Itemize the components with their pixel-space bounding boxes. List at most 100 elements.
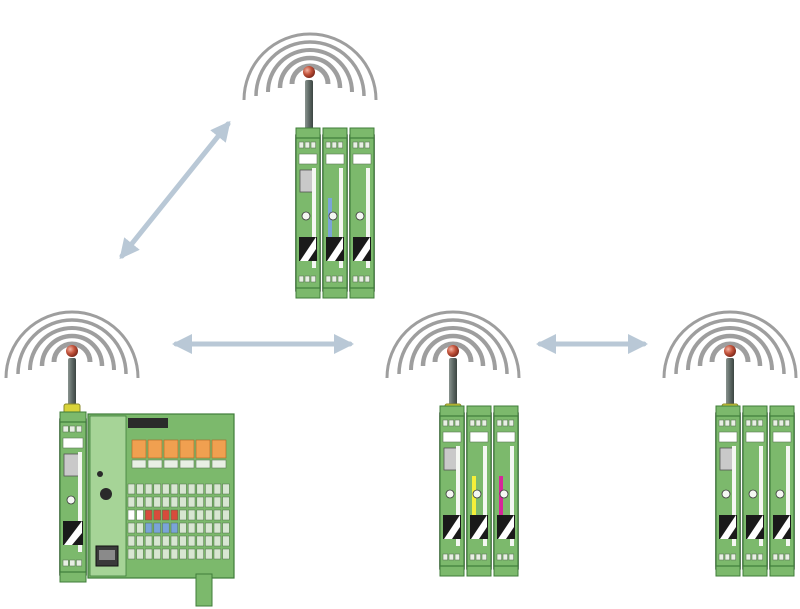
module-label-plate [442, 431, 462, 443]
io-terminal [205, 522, 213, 534]
radio-module [349, 127, 375, 299]
module-label-plate [772, 431, 792, 443]
io-terminal [153, 535, 161, 547]
terminal-screw [310, 141, 316, 149]
radio-waves-right [662, 310, 798, 379]
station-top [295, 127, 375, 299]
io-terminal [196, 509, 204, 521]
io-terminal [205, 548, 213, 560]
io-terminal [153, 522, 161, 534]
terminal-screw [784, 553, 790, 561]
terminal-screw [76, 559, 82, 567]
terminal-screw [298, 275, 304, 283]
terminal-screw [496, 553, 502, 561]
io-terminal [187, 535, 196, 547]
io-terminal [127, 522, 136, 534]
io-terminal [213, 548, 222, 560]
io-terminal [179, 522, 187, 534]
io-label [211, 459, 227, 469]
terminal-screw [751, 419, 757, 427]
io-terminal [136, 496, 144, 508]
station-left-controller [59, 411, 235, 607]
io-terminal [153, 483, 161, 495]
io-terminal [162, 496, 170, 508]
controller-brand-label [128, 418, 168, 428]
terminal-screw [778, 419, 784, 427]
io-terminal [213, 483, 222, 495]
module-label-plate [325, 153, 345, 165]
terminal-screw [784, 419, 790, 427]
module-print-band [312, 168, 316, 268]
terminal-screw [331, 141, 337, 149]
io-terminal [179, 548, 187, 560]
terminal-screw [724, 553, 730, 561]
io-terminal [222, 522, 230, 534]
radio-module [439, 405, 465, 577]
radio-module [295, 127, 321, 299]
terminal-screw [745, 553, 751, 561]
module-display [299, 169, 315, 193]
terminal-screw [352, 141, 358, 149]
module-print-band [510, 446, 514, 546]
io-terminal [127, 483, 136, 495]
terminal-screw [724, 419, 730, 427]
io-terminal [153, 509, 161, 521]
io-label [179, 459, 195, 469]
io-label [147, 459, 163, 469]
io-terminal [127, 535, 136, 547]
io-terminal [187, 509, 196, 521]
io-terminal [153, 548, 161, 560]
terminal-screw [454, 553, 460, 561]
module-print-band [78, 452, 82, 552]
terminal-screw [502, 553, 508, 561]
antenna-left [63, 345, 81, 415]
module-logo-stripe [354, 237, 370, 261]
terminal-screw [69, 425, 76, 433]
radio-module [769, 405, 795, 577]
module-dial [775, 489, 785, 499]
io-label [195, 459, 211, 469]
io-terminal [187, 496, 196, 508]
controller-rotary-switch [97, 471, 103, 477]
module-accent-strip [472, 476, 476, 536]
io-terminal [162, 509, 170, 521]
io-terminal [144, 522, 153, 534]
module-print-band [456, 446, 460, 546]
module-logo-stripe [327, 237, 343, 261]
module-accent-strip [499, 476, 503, 536]
io-extension-strip [195, 573, 213, 607]
io-terminal [136, 522, 144, 534]
terminal-screw [481, 553, 487, 561]
io-terminal [170, 522, 179, 534]
io-terminal [127, 496, 136, 508]
io-terminal [205, 496, 213, 508]
module-label-plate [62, 437, 84, 449]
io-terminal [170, 496, 179, 508]
io-terminal [179, 483, 187, 495]
io-terminal [213, 522, 222, 534]
module-dial [721, 489, 731, 499]
terminal-screw [475, 419, 481, 427]
ethernet-port-inner [99, 550, 115, 560]
io-terminal [222, 496, 230, 508]
module-dial [66, 495, 76, 505]
terminal-screw [778, 553, 784, 561]
module-logo-stripe [720, 515, 736, 539]
terminal-screw [331, 275, 337, 283]
io-terminal [162, 535, 170, 547]
io-terminal [179, 509, 187, 521]
io-terminal [187, 548, 196, 560]
terminal-screw [298, 141, 304, 149]
io-terminal [144, 496, 153, 508]
io-terminal [222, 535, 230, 547]
controller-round-connector [100, 488, 112, 500]
io-terminal [179, 496, 187, 508]
module-logo-stripe [444, 515, 460, 539]
io-terminal [187, 522, 196, 534]
terminal-screw [442, 553, 448, 561]
io-terminal [213, 535, 222, 547]
terminal-screw [76, 425, 82, 433]
terminal-screw [364, 275, 370, 283]
radio-module [59, 411, 87, 583]
terminal-screw [730, 553, 736, 561]
